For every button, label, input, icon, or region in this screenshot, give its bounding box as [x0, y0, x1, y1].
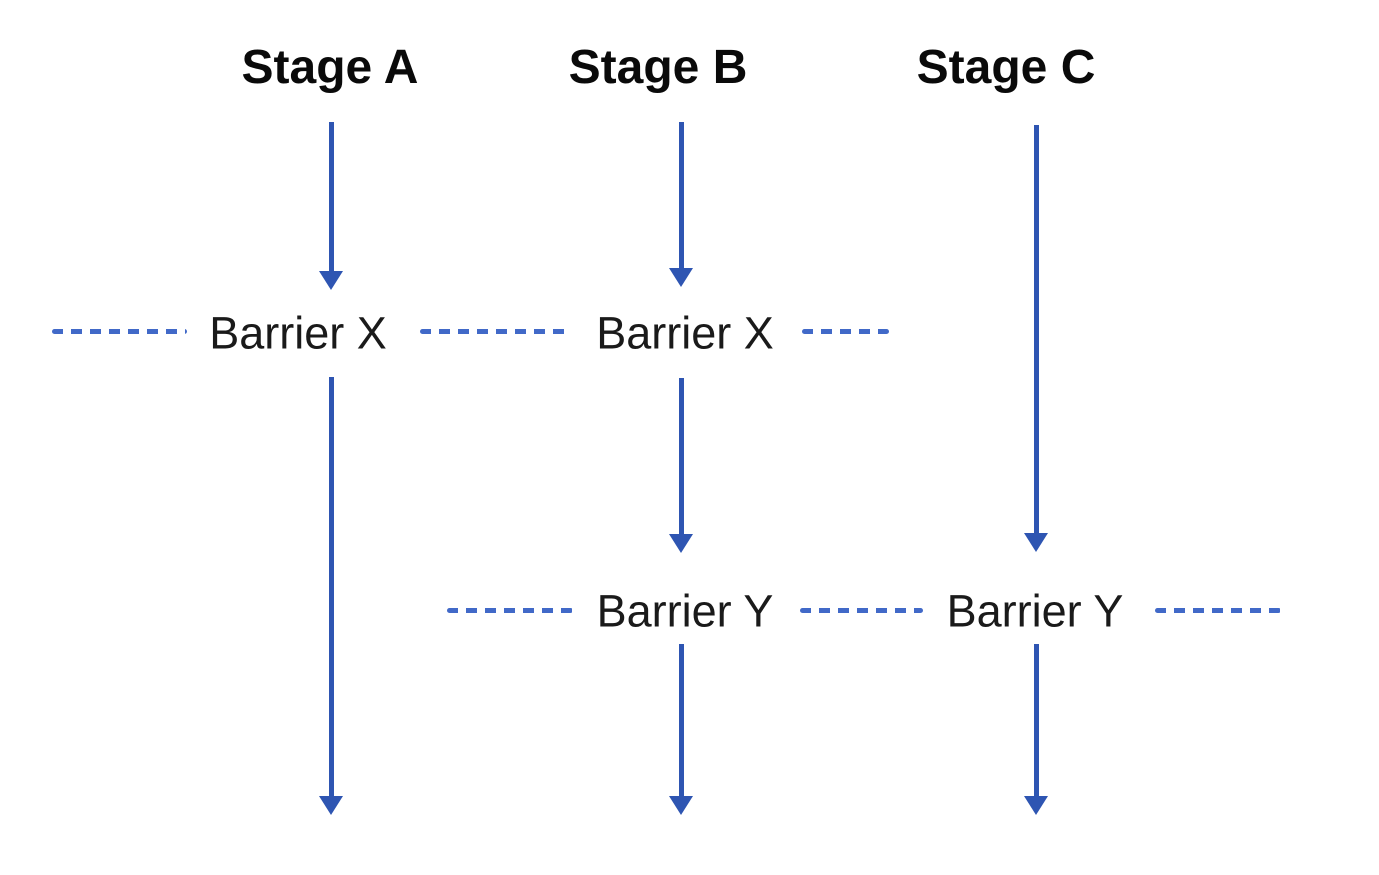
stage-a-arrow-segment-1: [328, 122, 334, 271]
stage-a-arrow-segment-2: [328, 377, 334, 796]
stage-c-arrow-segment-1: [1033, 125, 1039, 533]
barrier-y-label-stage-b: Barrier Y: [596, 585, 774, 637]
barrier-y-dash-left: [447, 608, 573, 613]
barrier-x-label-stage-b: Barrier X: [596, 307, 774, 359]
stage-c-arrow-segment-2: [1033, 644, 1039, 796]
barrier-x-dash-left: [52, 329, 187, 334]
stage-b-arrow-segment-2: [678, 378, 684, 534]
stage-b-label: Stage B: [568, 41, 748, 94]
barrier-x-dash-middle: [420, 329, 570, 334]
barrier-y-dash-right: [1155, 608, 1281, 613]
barrier-x-label-stage-a: Barrier X: [209, 307, 387, 359]
barrier-y-dash-middle: [800, 608, 923, 613]
stage-b-arrow-segment-1: [678, 122, 684, 268]
stage-c-label: Stage C: [916, 41, 1096, 94]
stage-b-arrow-segment-3: [678, 644, 684, 796]
stage-a-label: Stage A: [241, 41, 419, 94]
barrier-x-dash-right: [802, 329, 889, 334]
barrier-y-label-stage-c: Barrier Y: [946, 585, 1124, 637]
